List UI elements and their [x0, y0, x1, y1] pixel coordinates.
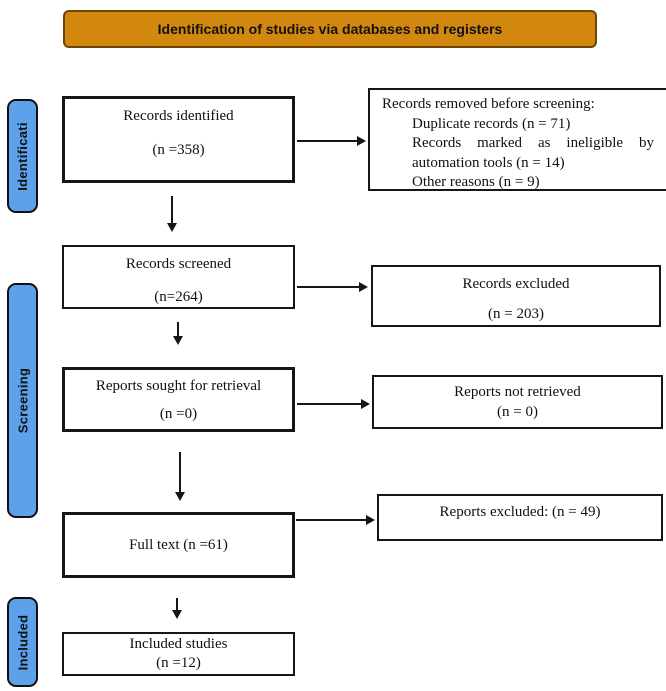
phase-label-included: Included — [7, 597, 38, 687]
records-removed-title: Records removed before screening: — [382, 96, 595, 112]
records-identified-label: Records identified — [123, 108, 234, 124]
records-excluded-label: Records excluded — [462, 276, 570, 292]
arrow-fulltext-to-reports-excluded — [296, 515, 375, 525]
records-removed-other: Other reasons (n = 9) — [412, 174, 540, 190]
records-removed-automation: Records marked as ineligible by automati… — [412, 135, 654, 171]
box-included-studies: Included studies (n =12) — [62, 632, 295, 676]
phase-label-included-text: Included — [15, 614, 31, 670]
full-text-label: Full text (n =61) — [129, 536, 228, 553]
box-records-removed: Records removed before screening: Duplic… — [368, 88, 666, 191]
box-reports-not-retrieved: Reports not retrieved (n = 0) — [372, 375, 663, 429]
records-identified-count: (n =358) — [152, 142, 205, 158]
phase-label-identification-text: Identificati — [15, 121, 31, 191]
box-reports-excluded: Reports excluded: (n = 49) — [377, 494, 663, 541]
reports-not-retrieved-count: (n = 0) — [497, 404, 538, 420]
reports-not-retrieved-label: Reports not retrieved — [454, 384, 581, 400]
box-records-excluded: Records excluded (n = 203) — [371, 265, 661, 327]
reports-excluded-label: Reports excluded: (n = 49) — [439, 504, 601, 520]
arrow-screened-to-excluded — [297, 282, 368, 292]
records-removed-duplicates: Duplicate records (n = 71) — [412, 115, 571, 132]
reports-sought-label: Reports sought for retrieval — [95, 378, 262, 394]
included-studies-label: Included studies — [129, 636, 228, 652]
arrow-sought-to-not-retrieved — [297, 399, 370, 409]
banner-title: Identification of studies via databases … — [157, 21, 503, 37]
arrow-fulltext-to-included — [172, 598, 182, 619]
phase-label-screening: Screening — [7, 283, 38, 518]
records-screened-label: Records screened — [125, 256, 232, 272]
box-full-text: Full text (n =61) — [62, 512, 295, 578]
box-records-screened: Records screened (n=264) — [62, 245, 295, 309]
records-excluded-count: (n = 203) — [488, 306, 544, 322]
included-studies-count: (n =12) — [156, 655, 201, 671]
arrow-identified-to-removed — [297, 136, 366, 146]
arrow-screened-to-sought — [173, 322, 183, 345]
box-reports-sought: Reports sought for retrieval (n =0) — [62, 367, 295, 432]
box-records-identified: Records identified (n =358) — [62, 96, 295, 183]
arrow-identified-to-screened — [167, 196, 177, 232]
banner-identification-of-studies: Identification of studies via databases … — [63, 10, 597, 48]
arrow-sought-to-fulltext — [175, 452, 185, 501]
phase-label-screening-text: Screening — [15, 367, 30, 434]
phase-label-identification: Identificati — [7, 99, 38, 213]
reports-sought-count: (n =0) — [159, 406, 198, 422]
records-screened-count: (n=264) — [154, 289, 203, 305]
